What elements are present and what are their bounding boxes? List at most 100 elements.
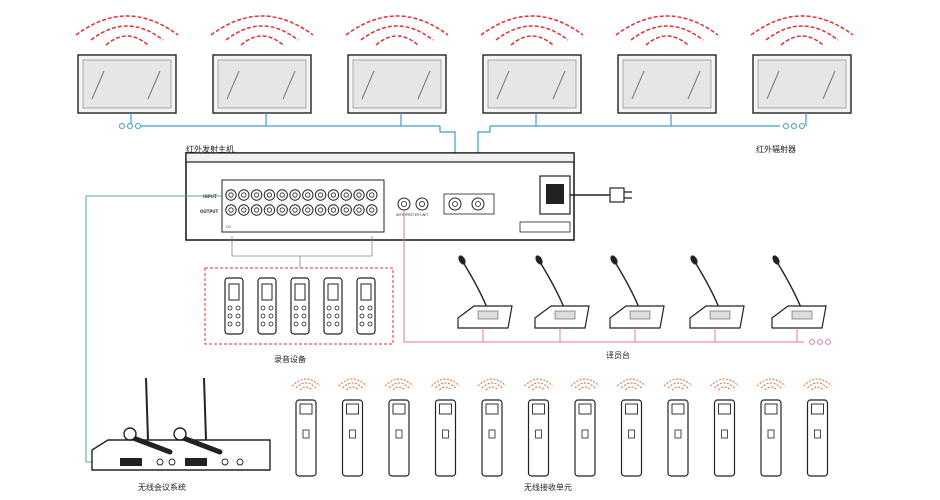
gooseneck [539,261,566,311]
interpreter-microphone-icon [534,255,590,342]
terminator-icon [127,123,133,129]
terminator-icon [783,123,789,129]
wireless-mic-base-icon [91,439,271,471]
terminator-icon [135,123,141,129]
audio-jack-center [317,192,324,198]
base-display [120,458,142,466]
receiver-wave-icon [299,386,313,391]
recorder-button [359,321,365,327]
receiver-wave-icon [617,378,646,387]
receiver-window [625,403,638,415]
audio-jack-center [305,192,311,198]
ir-receiver-icon [384,378,414,477]
interpreter-microphone-icon [689,255,745,342]
recorder-button [260,321,266,327]
mic-head [458,255,466,265]
audio-jack-center [292,192,298,198]
terminator-icon [817,339,823,345]
ir-radiator-icon [345,15,449,114]
ir-receiver-icon [291,378,321,477]
wireless-link [85,195,222,463]
mic-head [772,255,780,265]
handheld-mic-icon [125,433,173,455]
receiver-wave-icon [710,378,739,387]
audio-jack-center [343,192,349,198]
recording-label: 录音设备 [274,355,306,364]
gooseneck [776,261,803,311]
wireless-system [85,195,271,471]
receiver-window [718,403,731,415]
recorder-button [367,305,373,311]
mic-grille [173,427,187,441]
recorder-button [359,305,365,311]
recording-dashed-box [204,267,394,345]
channel-label: CH [226,225,231,229]
ir-receiver-icon [617,378,646,477]
ir-wave-icon [780,35,824,46]
audio-jack-center [279,207,285,213]
ir-receiver-icon [338,378,367,477]
recorder-button [235,305,241,311]
receiver-wave-icon [388,382,410,389]
recorder-button [293,313,299,319]
recorder-screen [261,283,273,301]
receiver-clip [674,429,682,439]
receiver-wave-icon [621,382,642,389]
interpreter-microphone-icon [609,255,665,342]
receiver-window [578,403,592,415]
ir-receiver-icon [710,378,739,477]
interpreter-microphone-icon [771,255,827,342]
receiver-wave-icon [477,378,507,387]
receiver-wave-icon [532,386,545,391]
station-panel [554,310,576,320]
output-label: OUTPUT [200,209,219,214]
receiver-window [811,403,824,415]
receiver-wave-icon [481,382,503,389]
ir-receiver-icon [756,378,786,477]
radiator-panel [82,59,172,109]
signal-out-panel [443,193,495,215]
receiver-clip [302,429,310,439]
receiver-wave-icon [392,386,406,391]
receiver-wave-icon [811,386,824,391]
receiver-clip [814,429,821,439]
audio-jack-center [241,207,247,213]
recorder-group [204,236,394,345]
receiver-clip [535,429,542,439]
radiator-glare [631,70,645,100]
ir-radiator-icon [75,15,179,114]
gooseneck [694,261,721,311]
receiver-window [532,403,545,415]
mic-head [535,255,543,265]
receiver-wave-icon [714,382,735,389]
recorder-button [301,313,307,319]
radiators-label: 红外辐射器 [756,145,796,154]
audio-jack-center [266,192,272,198]
audio-jack-center [254,207,260,213]
recorder-button [359,313,365,319]
receiver-wave-icon [764,386,778,391]
recorder-button [301,305,307,311]
receiver-wave-icon [807,382,828,389]
ir-wave-icon [480,15,584,36]
receivers-label: 无线接收单元 [524,483,572,492]
interpreter-jack-center [418,200,425,207]
receiver-wave-icon [528,382,549,389]
receiver-clip [488,429,496,439]
recorder-screen [294,283,306,301]
receiver-window [439,403,452,415]
radiator-glare [766,70,780,100]
transmitter-casing [185,152,575,241]
radiator-glare [361,70,375,100]
receiver-wave-icon [431,378,460,387]
recorder-icon [224,277,244,335]
recorder-button [334,313,340,319]
mic-head [610,255,618,265]
transmitter-top-rail [185,152,575,163]
audio-jack-center [241,192,247,198]
audio-jack-center [266,207,272,213]
mic-head [690,255,698,265]
ir-wave-icon [630,25,704,41]
receiver-wave-icon [760,382,782,389]
signal-out-jack-center [475,201,481,207]
